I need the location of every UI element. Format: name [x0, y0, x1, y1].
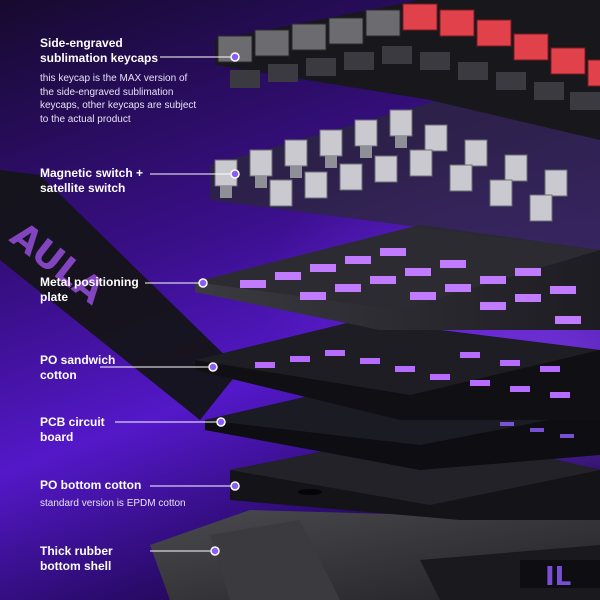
svg-text:IL: IL [545, 562, 571, 592]
label-bottom-cotton-title: PO bottom cotton [40, 478, 142, 492]
bottom-shell: IL [150, 510, 600, 600]
label-bottom-cotton: PO bottom cotton standard version is EPD… [40, 478, 186, 511]
label-shell: Thick rubber bottom shell [40, 544, 113, 574]
label-pcb: PCB circuit board [40, 415, 105, 445]
marker-plate [198, 278, 208, 288]
metal-plate-layer [195, 225, 600, 330]
marker-pcb [216, 417, 226, 427]
callout-markers [198, 52, 240, 556]
label-pcb-title: PCB circuit board [40, 415, 105, 444]
label-keycaps: Side-engraved sublimation keycaps this k… [40, 36, 196, 126]
label-keycaps-note: this keycap is the MAX version of the si… [40, 73, 197, 125]
switch-layer [210, 100, 600, 250]
keycap-layer [215, 0, 600, 140]
label-switch: Magnetic switch + satellite switch [40, 166, 143, 196]
marker-shell [210, 546, 220, 556]
label-plate-title: Metal positioning plate [40, 275, 139, 304]
label-bottom-cotton-note: standard version is EPDM cotton [40, 498, 186, 509]
label-plate: Metal positioning plate [40, 275, 139, 305]
label-sandwich-cotton-title: PO sandwich cotton [40, 353, 116, 382]
marker-switch [230, 169, 240, 179]
sandwich-cotton-layer [195, 320, 600, 420]
callout-lines [100, 56, 232, 552]
label-shell-title: Thick rubber bottom shell [40, 544, 113, 573]
marker-bottom-cotton [230, 481, 240, 491]
label-sandwich-cotton: PO sandwich cotton [40, 353, 115, 383]
marker-keycaps [230, 52, 240, 62]
label-keycaps-title: Side-engraved sublimation keycaps [40, 36, 159, 65]
label-switch-title: Magnetic switch + satellite switch [40, 166, 144, 195]
marker-sandwich [208, 362, 218, 372]
